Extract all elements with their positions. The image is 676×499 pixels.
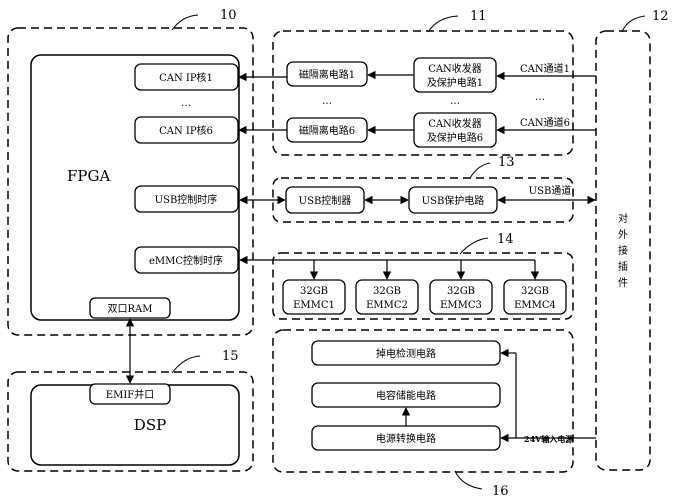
emmc-timing-box (134, 246, 239, 274)
emmc-4-line2: EMMC4 (514, 300, 556, 311)
can-ellipsis-2: … (450, 96, 460, 107)
can-ip-6-box (134, 116, 239, 144)
emmc-4-line1: 32GB (521, 286, 549, 297)
connection-arrows (125, 70, 596, 443)
ref-14-leader (459, 237, 489, 255)
usb-controller-box (285, 186, 365, 214)
isolation-1-box (286, 61, 368, 87)
ref-11: 11 (470, 9, 487, 24)
ref-14: 14 (497, 232, 514, 247)
fpga-ellipsis: … (181, 98, 191, 109)
ref-15-leader (171, 355, 201, 374)
emmc-2-line1: 32GB (373, 286, 401, 297)
isolation-1-label: 磁隔离电路1 (299, 68, 355, 81)
ref-15: 15 (222, 349, 239, 364)
dual-ram-label: 双口RAM (108, 303, 153, 315)
emmc-3-line2: EMMC3 (440, 300, 482, 311)
connector-char-2: 外 (618, 229, 628, 241)
ref-10-leader (171, 14, 199, 31)
emmc-3-line1: 32GB (447, 286, 475, 297)
power-group-dashed-box (272, 329, 574, 473)
emmc-3-box (429, 279, 493, 315)
emif-port-box (89, 383, 171, 405)
transceiver-1-line1: CAN收发器 (428, 62, 482, 75)
usb-protection-label: USB保护电路 (422, 194, 485, 207)
connector-char-3: 接 (618, 244, 628, 257)
ref-12-leader (621, 15, 646, 33)
transceiver-6-line1: CAN收发器 (428, 117, 482, 130)
connector-char-5: 件 (618, 277, 628, 289)
ref-12: 12 (652, 9, 669, 24)
can-ellipsis-1: … (322, 96, 332, 107)
power-fail-detect-label: 掉电检测电路 (376, 347, 436, 360)
input-24v-label: 24V输入电源 (524, 434, 573, 444)
emmc-2-line2: EMMC2 (366, 300, 408, 311)
emmc-1-line1: 32GB (300, 286, 328, 297)
usb-channel-label: USB通道 (529, 184, 572, 197)
ref-16-leader (454, 470, 483, 490)
emmc-1-box (282, 279, 346, 315)
connector-char-1: 对 (618, 212, 628, 225)
emmc-1-line2: EMMC1 (293, 300, 335, 311)
usb-timing-box (134, 185, 239, 213)
ref-13-leader (469, 162, 491, 179)
emmc-4-box (503, 279, 567, 315)
can-ip-1-label: CAN IP核1 (159, 71, 213, 84)
usb-protection-box (408, 186, 498, 214)
transceiver-1-line2: 及保护电路1 (427, 76, 483, 89)
power-conversion-label: 电源转换电路 (376, 432, 436, 445)
dsp-title: DSP (134, 416, 166, 434)
ref-13: 13 (498, 155, 515, 170)
emmc-group-dashed-box (272, 252, 574, 320)
ref-16: 16 (492, 484, 509, 499)
fpga-box (30, 54, 240, 321)
can-ellipsis-3: … (535, 92, 545, 103)
emmc-timing-label: eMMC控制时序 (149, 254, 223, 267)
capacitor-storage-box (311, 382, 501, 408)
can-ip-6-label: CAN IP核6 (159, 124, 213, 137)
dual-ram-box (89, 297, 171, 319)
can-channel-6-label: CAN通道6 (520, 116, 570, 129)
ref-11-leader (427, 15, 459, 33)
can-ip-1-box (134, 63, 239, 91)
emmc-2-box (355, 279, 419, 315)
emif-port-label: EMIF并口 (106, 388, 154, 401)
usb-timing-label: USB控制时序 (155, 193, 218, 206)
usb-controller-label: USB控制器 (299, 194, 352, 207)
fpga-title: FPGA (67, 167, 110, 185)
ref-10: 10 (220, 8, 237, 23)
power-fail-detect-box (311, 340, 501, 366)
connector-char-4: 插 (618, 260, 628, 273)
isolation-6-label: 磁隔离电路6 (299, 124, 355, 137)
transceiver-6-line2: 及保护电路6 (427, 131, 483, 144)
dsp-group-dashed-box (7, 371, 254, 472)
capacitor-storage-label: 电容储能电路 (376, 389, 436, 402)
can-channel-1-label: CAN通道1 (520, 62, 570, 75)
